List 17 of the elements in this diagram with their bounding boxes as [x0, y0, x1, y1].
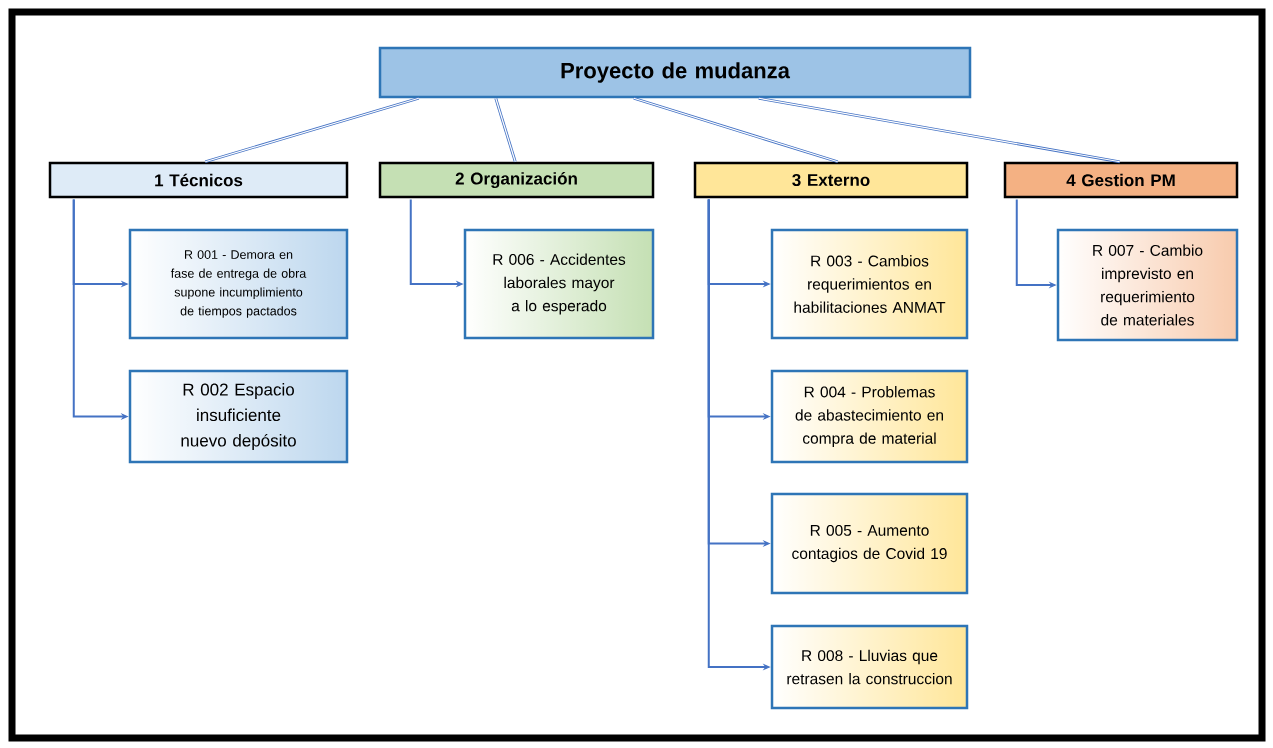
category-box: 1 Técnicos	[48, 161, 349, 199]
connector-line	[633, 96, 839, 164]
risk-box: R 006 - Accidentes laborales mayor a lo esperado	[463, 228, 655, 340]
risk-box: R 005 - Aumento contagios de Covid 19	[770, 492, 969, 595]
connector-line	[758, 96, 1121, 164]
risk-box: R 007 - Cambio imprevisto en requerimiento de materiales	[1056, 228, 1239, 342]
risk-box: R 004 - Problemas de abastecimiento en compra de material	[770, 369, 969, 464]
category-box: 2 Organización	[378, 161, 655, 199]
risk-box: R 001 - Demora en fase de entrega de obra supone incumplimiento de tiempos pactados	[128, 228, 349, 340]
category-box: 3 Externo	[693, 161, 969, 199]
title-box: Proyecto de mudanza	[378, 46, 972, 99]
risk-box: R 003 - Cambios requerimientos en habilitaciones ANMAT	[770, 228, 969, 340]
connector-line	[204, 96, 420, 164]
risk-box: R 008 - Lluvias que retrasen la construccion	[770, 624, 969, 710]
category-box: 4 Gestion PM	[1003, 161, 1239, 199]
connector-line	[494, 97, 517, 163]
risk-box: R 002 Espacio insuficiente nuevo depósito	[128, 369, 349, 464]
